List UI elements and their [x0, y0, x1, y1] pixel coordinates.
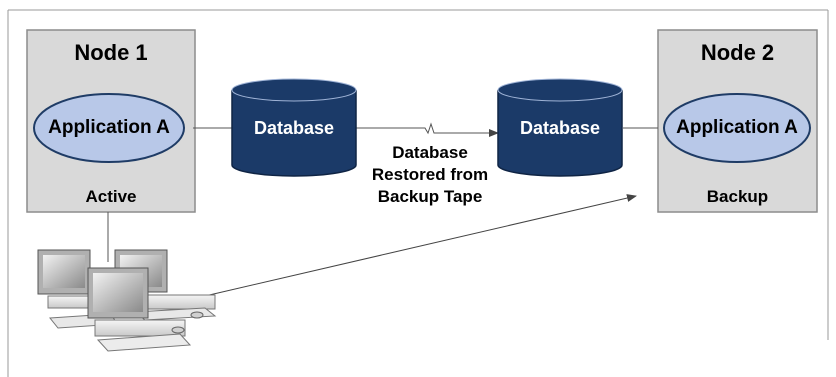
- node1-title: Node 1: [74, 40, 148, 65]
- node2-application-ellipse: [663, 93, 811, 163]
- node1-application-label: Application A: [48, 117, 170, 138]
- clients-to-node2-arrow: [204, 194, 637, 297]
- node2-status-label: Backup: [706, 187, 769, 206]
- restore-note-line3: Backup Tape: [377, 187, 483, 206]
- node2-title: Node 2: [700, 40, 775, 65]
- node1-application-ellipse: [33, 93, 185, 163]
- database-right-label: Database: [519, 118, 601, 138]
- client-workstations-icon: [37, 249, 217, 352]
- node1-status-label: Active: [85, 187, 137, 206]
- restore-note-line2: Restored from: [371, 165, 489, 184]
- restore-note: Database Restored from Backup Tape: [350, 142, 510, 208]
- database-left-label: Database: [253, 118, 335, 138]
- database-right-cylinder-icon: [497, 78, 623, 177]
- restore-arrow: [356, 122, 499, 137]
- node2-application-label: Application A: [676, 117, 798, 138]
- database-left-cylinder-icon: [231, 78, 357, 177]
- restore-note-line1: Database: [392, 143, 468, 162]
